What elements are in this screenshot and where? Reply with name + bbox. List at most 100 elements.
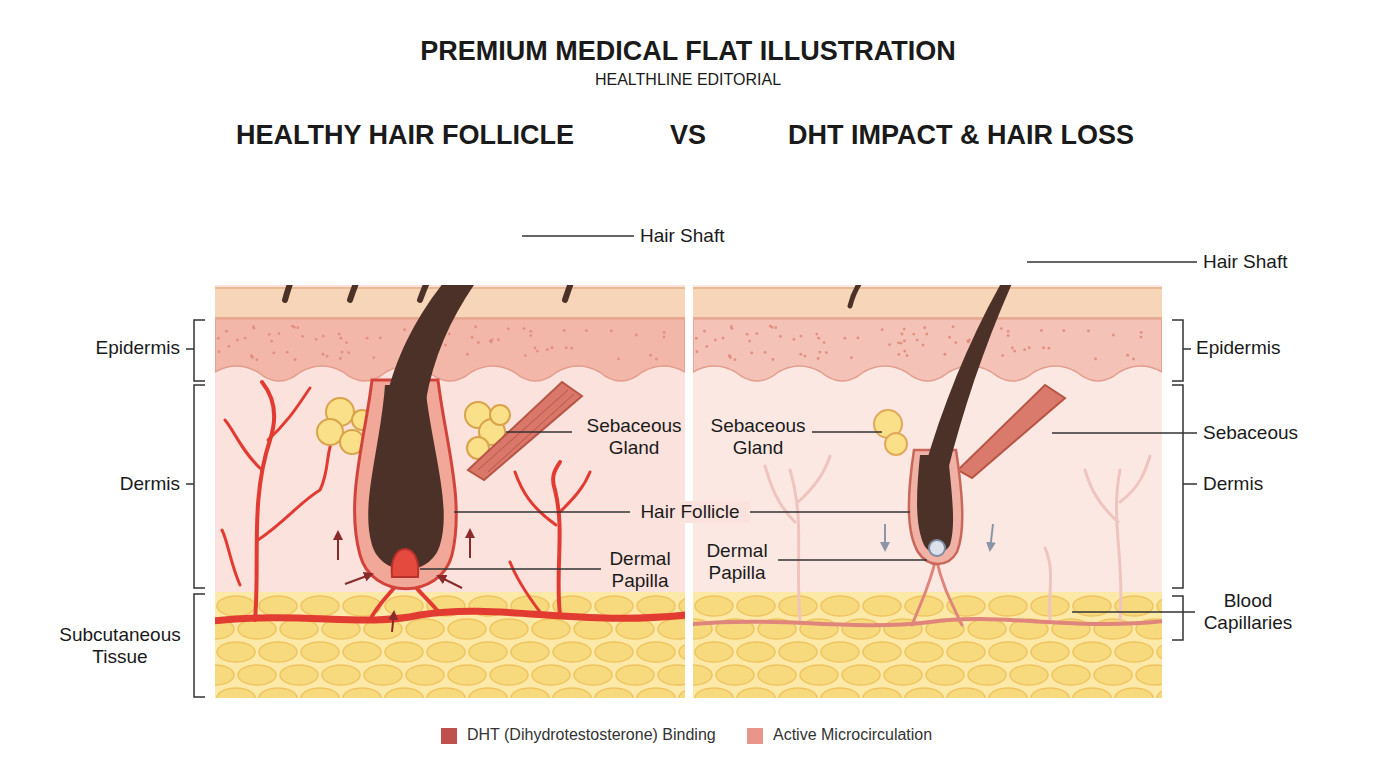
skin-layers (842, 619, 880, 639)
skin-layers (259, 596, 297, 616)
skin-layers (897, 341, 900, 344)
miniaturized-follicle (929, 540, 945, 556)
skin-layers (1052, 665, 1090, 685)
skin-layers (1073, 596, 1111, 616)
pale-capillaries (1116, 470, 1121, 620)
skin-layers (1132, 358, 1135, 361)
skin-layers (244, 337, 247, 340)
skin-layers (536, 350, 539, 353)
skin-layers (343, 688, 381, 698)
part-label: Sebaceous Gland (705, 415, 811, 459)
skin-layers (722, 337, 725, 340)
small-hairs (565, 285, 620, 300)
skin-layers (863, 596, 901, 616)
pale-capillaries (798, 456, 830, 502)
skin-layers (925, 333, 928, 336)
layer-brackets (186, 320, 205, 381)
skin-layers (270, 340, 273, 343)
arrector-muscle (468, 382, 582, 480)
skin-layers (774, 326, 777, 329)
skin-layers (772, 358, 775, 361)
skin-layers (821, 596, 859, 616)
skin-layers (315, 338, 318, 341)
layer-label: Dermis (1203, 473, 1353, 495)
layer-brackets (1172, 385, 1197, 588)
skin-layers (800, 335, 803, 338)
part-label: Dermal Papilla (701, 540, 773, 584)
skin-layers (341, 351, 344, 354)
skin-layers (534, 347, 537, 350)
skin-layers (1140, 331, 1143, 334)
skin-layers (570, 347, 573, 350)
skin-layers (511, 688, 549, 698)
skin-layers (406, 619, 444, 639)
skin-layers (966, 340, 969, 343)
flow-arrows (884, 524, 886, 550)
skin-layers (278, 332, 281, 335)
skin-layers (693, 318, 1162, 320)
part-label: Sebaceous Gland (581, 415, 687, 459)
arrector-muscle (958, 385, 1065, 478)
layer-brackets (1172, 596, 1183, 640)
leader-lines (1027, 261, 1197, 262)
skin-layers (897, 353, 900, 356)
hair-follicle (355, 380, 457, 589)
skin-layers (800, 665, 838, 685)
sebaceous-gland (490, 405, 510, 425)
skin-layers (259, 642, 297, 662)
skin-layers (679, 642, 685, 662)
skin-layers (427, 642, 465, 662)
skin-layers (1031, 688, 1069, 698)
panel-heading: VS (658, 120, 718, 151)
skin-layers (746, 333, 749, 336)
leader-lines (522, 235, 634, 236)
arrector-muscle (478, 390, 574, 472)
skin-layers (364, 665, 402, 685)
skin-layers (403, 328, 406, 331)
skin-layers (695, 337, 698, 340)
skin-layers (427, 688, 465, 698)
leader-lines (420, 236, 1197, 612)
hair-follicle (392, 549, 419, 577)
skin-layers (703, 330, 706, 333)
skin-layers (967, 341, 970, 344)
pale-capillaries (1085, 470, 1118, 522)
skin-layers (863, 642, 901, 662)
skin-layers (952, 325, 955, 328)
skin-layers (301, 688, 339, 698)
skin-layers (693, 285, 1162, 698)
hair-follicle (355, 285, 632, 589)
skin-layers (695, 688, 733, 698)
skin-layers (779, 642, 817, 662)
skin-layers (1126, 354, 1129, 357)
skin-layers (1048, 347, 1051, 350)
title: PREMIUM MEDICAL FLAT ILLUSTRATION (238, 36, 1138, 67)
skin-layers (843, 337, 846, 340)
skin-layers (1028, 346, 1031, 349)
skin-layers (947, 688, 985, 698)
skin-layers (338, 333, 341, 336)
skin-layers (477, 341, 480, 344)
skin-layers (507, 328, 510, 331)
blood-vessels (222, 530, 240, 585)
skin-layers (693, 665, 712, 685)
skin-layers (968, 665, 1006, 685)
skin-layers (635, 334, 638, 337)
legend-swatch (747, 728, 763, 744)
skin-layers (616, 665, 654, 685)
skin-layers (574, 619, 612, 639)
leader-lines (506, 431, 572, 432)
skin-layers (1000, 327, 1003, 330)
skin-layers (563, 329, 566, 332)
skin-layers (347, 351, 350, 354)
skin-layers (821, 688, 859, 698)
small-hair (850, 285, 878, 306)
skin-layers (954, 341, 957, 344)
layer-brackets (186, 320, 1197, 697)
skin-layers (658, 665, 685, 685)
skin-layers (326, 355, 329, 358)
skin-layers (474, 325, 477, 328)
skin-layers (217, 337, 220, 340)
skin-layers (343, 642, 381, 662)
